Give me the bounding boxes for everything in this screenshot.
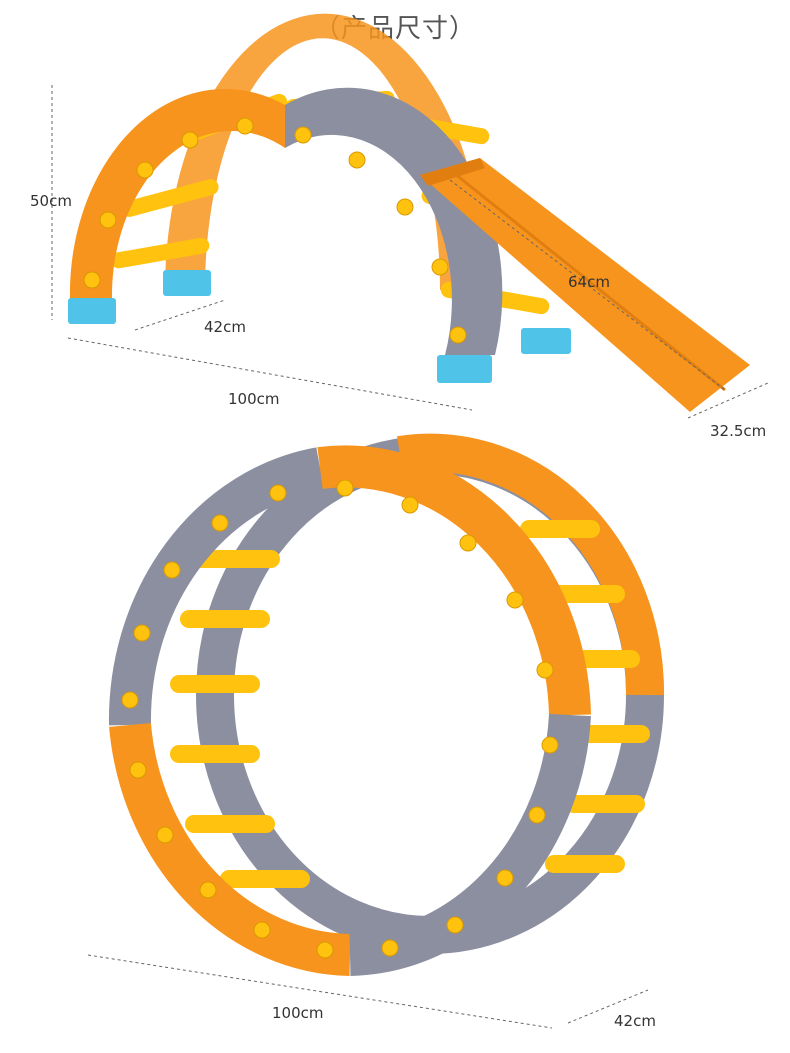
slide-length-label: 64cm <box>568 273 610 291</box>
top-width-label: 100cm <box>228 390 280 408</box>
bottom-width-label: 100cm <box>272 1004 324 1022</box>
ring-climber <box>108 433 665 976</box>
arch-climber <box>68 13 750 412</box>
bottom-depth-label: 42cm <box>614 1012 656 1030</box>
slide-width-label: 32.5cm <box>710 422 767 440</box>
height-label: 50cm <box>30 192 72 210</box>
top-depth-label: 42cm <box>204 318 246 336</box>
